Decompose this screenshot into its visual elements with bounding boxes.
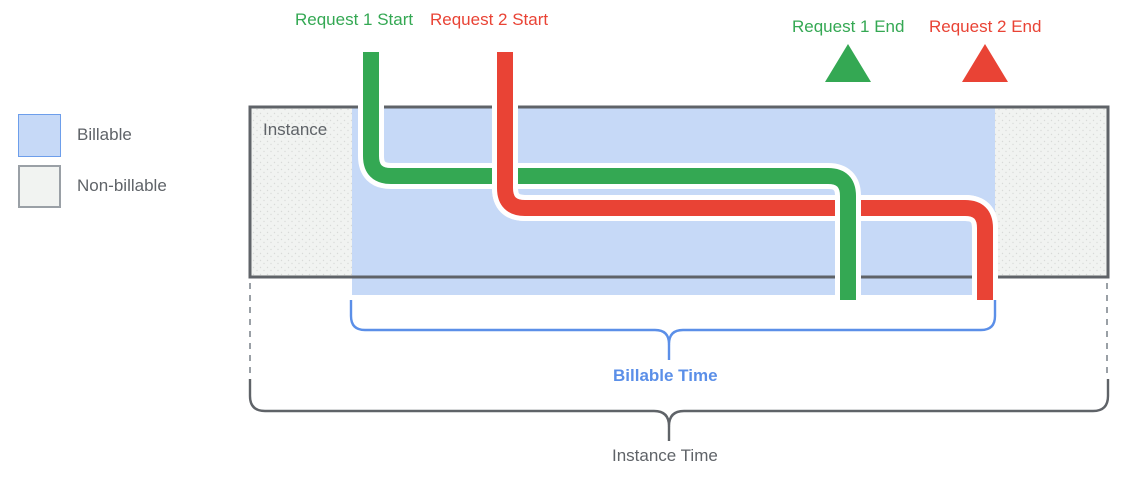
legend-label-non-billable: Non-billable [77,176,167,195]
request1-end-arrowhead [825,44,871,82]
legend-swatch-non-billable [18,165,61,208]
legend-swatch-billable [18,114,61,157]
label-request2-start: Request 2 Start [430,10,549,29]
instance-time-brace [248,379,1110,428]
billable-time-brace [349,300,997,346]
label-request1-end: Request 1 End [792,17,905,36]
label-request2-end: Request 2 End [929,17,1042,36]
request2-start-segment [497,52,600,216]
label-request1-start: Request 1 Start [295,10,414,29]
instance-time-label: Instance Time [612,446,718,465]
instance-box-border [248,105,1110,279]
request2-end-arrowhead [962,44,1008,82]
billable-time-label: Billable Time [613,366,718,385]
request1-path [363,52,856,300]
legend-label-billable: Billable [77,125,132,144]
request2-overlap [880,200,993,300]
instance-box-label: Instance [263,120,328,139]
